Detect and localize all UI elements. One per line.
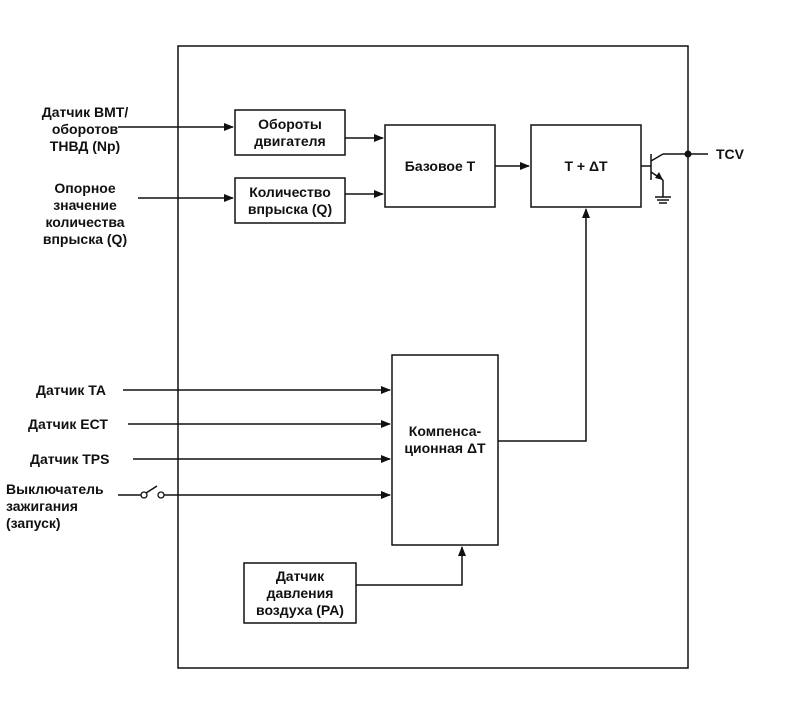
label-bmt-sensor: Датчик BMT/ оборотов ТНВД (Np): [41, 104, 129, 154]
block-label-injection-qty: Количество впрыска (Q): [247, 183, 333, 217]
label-tps-sensor: Датчик TPS: [30, 451, 110, 467]
label-ta-sensor: Датчик ТА: [36, 382, 107, 398]
ignition-switch-symbol: [118, 485, 391, 499]
arrow-pa-to-compensation: [356, 546, 466, 586]
ecu-frame: [177, 45, 689, 669]
output-transistor-symbol: [641, 153, 708, 204]
block-label-t-plus-dt: T + ΔT: [564, 157, 608, 174]
engine-speed-block: [234, 109, 346, 156]
block-label-base-t: Базовое Т: [404, 157, 476, 174]
injection-qty-block: [234, 177, 346, 224]
label-ect-sensor: Датчик ЕСТ: [28, 416, 108, 432]
block-label-engine-speed: Обороты двигателя: [254, 115, 326, 149]
label-ignition-switch: Выключатель зажигания (запуск): [6, 481, 104, 531]
arrow-compensation-to-t-plus-dt: [498, 208, 590, 442]
output-junction-dot: [684, 150, 692, 158]
label-tcv: TCV: [716, 146, 744, 162]
label-reference-q: Опорное значение количества впрыска (Q): [42, 180, 128, 247]
block-label-air-pressure: Датчик давления воздуха (PA): [256, 567, 344, 618]
air-pressure-block: [243, 562, 357, 624]
block-label-compensation: Компенса- ционная ΔT: [404, 423, 486, 456]
emitter-arrowhead: [655, 172, 663, 180]
compensation-block: [391, 354, 499, 546]
